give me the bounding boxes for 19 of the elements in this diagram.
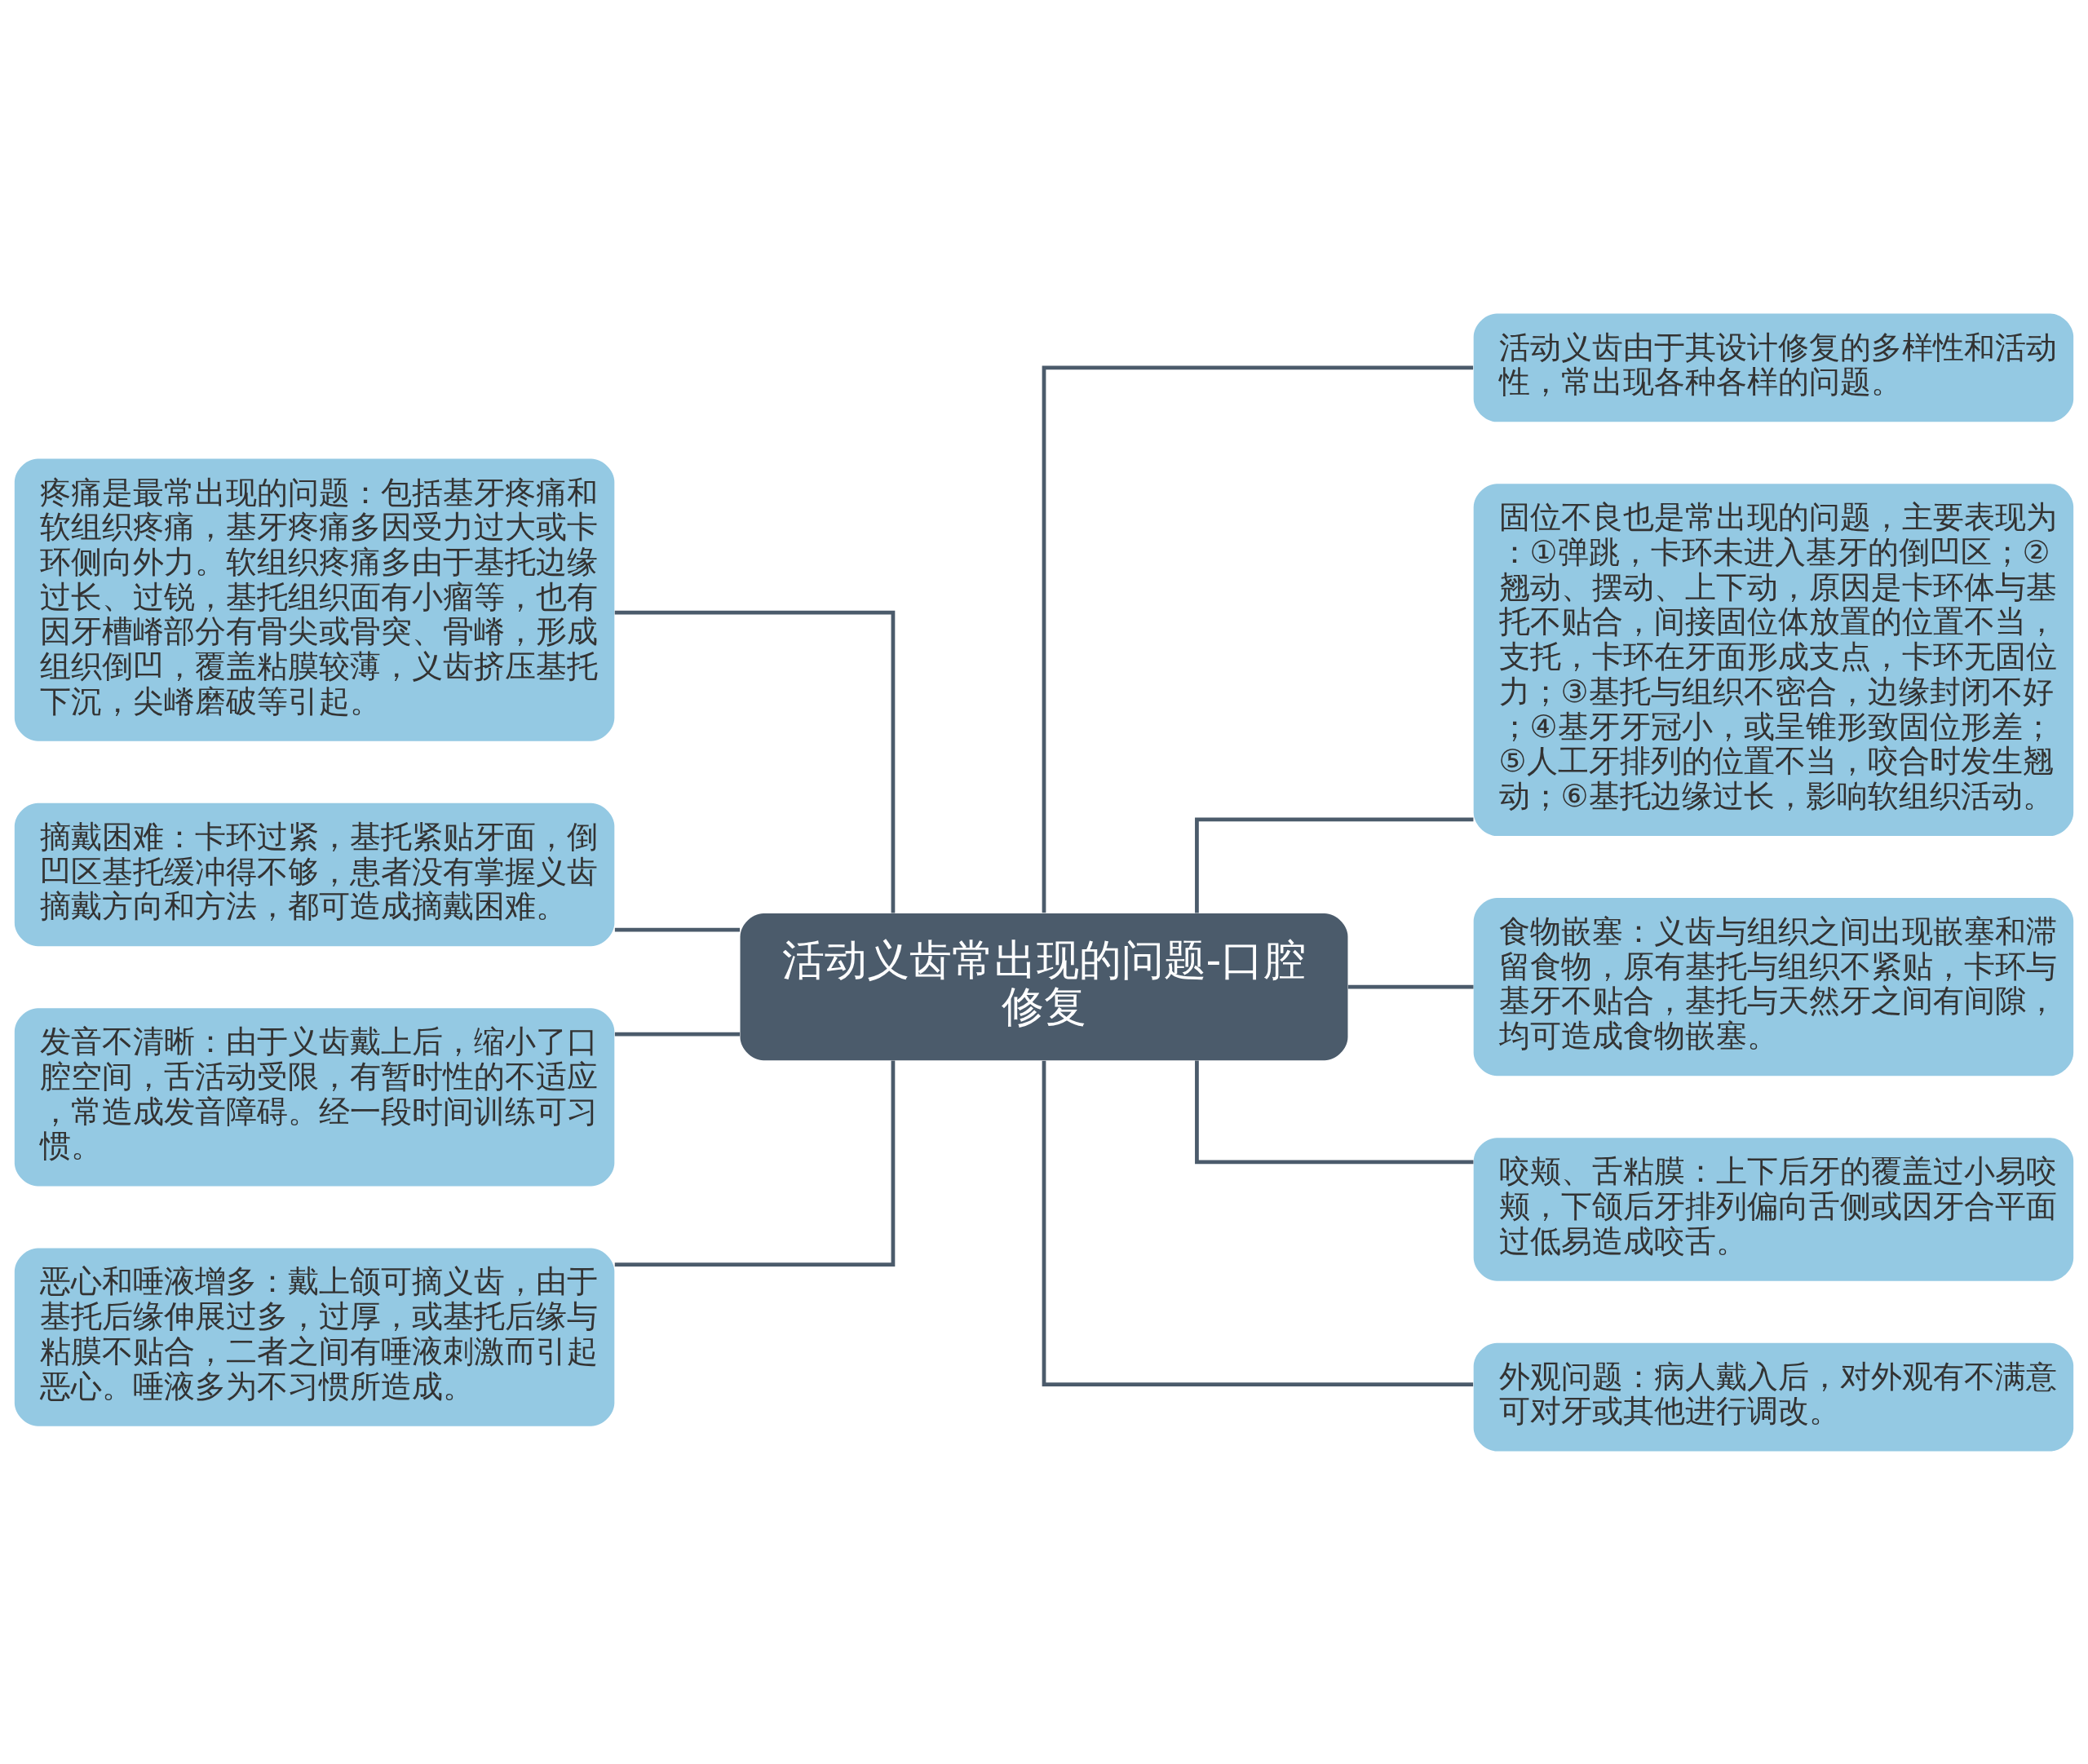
- node-box: 恶心和唾液增多：戴上颌可摘义齿，由于基托后缘伸展过多，过厚，或基托后缘与粘膜不贴合，二者之间有唾液刺激而引起恶心。唾液多为不习惯所造成。: [14, 1247, 615, 1426]
- node-box: 食物嵌塞：义齿与组织之间出现嵌塞和滞留食物，原有基托与组织不紧贴，卡环与基牙不贴合，基托与天然牙之间有间隙，均可造成食物嵌塞。: [1473, 897, 2074, 1076]
- node-box: 固位不良也是常出现的问题，主要表现为：①弹跳，卡环未进入基牙的倒凹区；②翘动、摆动、上下动，原因是卡环体与基托不贴合，间接固位体放置的位置不当，支托，卡环在牙面形成支点，卡环无固位力；③基托与组织不密合，边缘封闭不好；④基牙牙冠小，或呈锥形致固位形差；⑤人工牙排列的位置不当，咬合时发生翘动；⑥基托边缘过长，影响软组织活动。: [1473, 483, 2074, 836]
- connector: [614, 1032, 741, 1037]
- node-box: 外观问题：病人戴入后，对外观有不满意可对牙或其他进行调改。: [1473, 1342, 2074, 1451]
- connector: [614, 610, 896, 913]
- node-box: 摘戴困难：卡环过紧，基托紧贴牙面，倒凹区基托缓冲得不够，患者没有掌握义齿摘戴方向和方法，都可造成摘戴困难。: [14, 802, 615, 946]
- connector: [1195, 817, 1474, 913]
- connector: [1195, 1060, 1474, 1164]
- connector: [1347, 984, 1474, 988]
- node-box: 发音不清晰：由于义齿戴上后，缩小了口腔空间，舌活动受限，有暂时性的不适应，常造成发音障碍。经一段时间训练可习惯。: [14, 1007, 615, 1186]
- connector: [1042, 365, 1474, 913]
- connector: [614, 1059, 896, 1267]
- connector: [1042, 1060, 1474, 1386]
- node-box: 活动义齿由于其设计修复的多样性和活动性，常出现各种各样的问题。: [1473, 313, 2074, 422]
- node-box: 活动义齿常出现的问题-口腔修复: [740, 913, 1348, 1060]
- node-box: 疼痛是最常出现的问题：包括基牙疼痛和软组织疼痛，基牙疼痛多因受力过大或卡环侧向外力。软组织疼痛多由于基托边缘过长、过锐，基托组织面有小瘤等，也有因牙槽嵴部分有骨尖或骨突、骨嵴，形成组织倒凹，覆盖粘膜较薄，义齿挤压基托下沉，尖嵴磨破等引起。: [14, 458, 615, 741]
- node-box: 咬颊、舌粘膜：上下后牙的覆盖过小易咬颊，下颌后牙排列偏向舌侧或因牙合平面过低易造成咬舌。: [1473, 1137, 2074, 1281]
- connector: [614, 927, 741, 931]
